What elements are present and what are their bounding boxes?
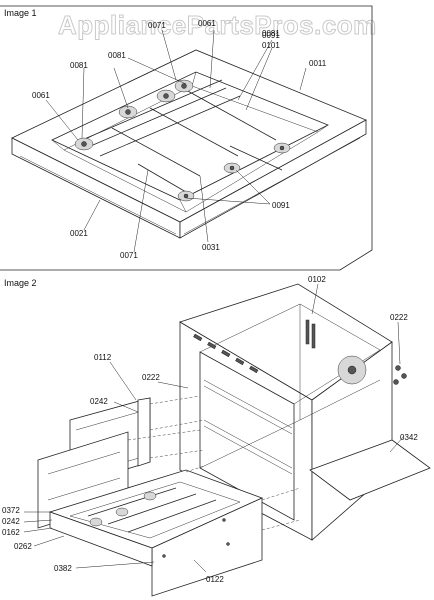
warming-drawer-tray <box>48 469 264 597</box>
image-2-section: Image 2 <box>2 275 431 597</box>
element-sockets <box>74 79 291 202</box>
label-0372: 0372 <box>2 506 20 515</box>
label-0091-top: 0091 <box>262 31 280 40</box>
label-0222-left: 0222 <box>142 373 160 382</box>
label-0031: 0031 <box>202 243 220 252</box>
label-0122: 0122 <box>206 575 224 584</box>
floor-pan <box>309 439 431 501</box>
cooktop-tray-drawing <box>11 29 367 253</box>
label-0162: 0162 <box>2 528 20 537</box>
label-0061-top: 0061 <box>198 19 216 28</box>
label-0071-top: 0071 <box>148 21 166 30</box>
label-0262: 0262 <box>14 542 32 551</box>
label-0102: 0102 <box>308 275 326 284</box>
image-1-frame <box>0 5 373 271</box>
cavity-front-opening <box>199 351 295 521</box>
image-1-section: Image 1 <box>0 5 373 271</box>
label-0242-top: 0242 <box>90 397 108 406</box>
label-0382: 0382 <box>54 564 72 573</box>
label-0011: 0011 <box>309 59 327 68</box>
image-2-title: Image 2 <box>4 278 37 288</box>
screw-icon <box>395 365 401 371</box>
label-0091-bottom: 0091 <box>272 201 290 210</box>
tray-side-skirt <box>179 119 367 239</box>
vent-slots <box>193 319 316 374</box>
image-1-title: Image 1 <box>4 8 37 18</box>
label-0112: 0112 <box>94 353 112 362</box>
label-0061-left: 0061 <box>32 91 50 100</box>
label-0101: 0101 <box>262 41 280 50</box>
screw-icon <box>401 373 407 379</box>
assembly-dash-lines <box>127 395 301 531</box>
label-0071-bottom: 0071 <box>120 251 138 260</box>
drawer-front-panel <box>151 497 263 597</box>
label-0081-mid: 0081 <box>108 51 126 60</box>
image-1-leaders <box>45 29 307 253</box>
label-0222-right: 0222 <box>390 313 408 322</box>
watermark: AppliancePartsPros.com <box>58 10 377 40</box>
label-0242-bottom: 0242 <box>2 517 20 526</box>
oven-cavity-drawing <box>179 283 431 541</box>
screw-icon <box>393 379 399 385</box>
heating-elements <box>81 79 283 193</box>
image-2-leaders <box>23 283 405 573</box>
label-0021: 0021 <box>70 229 88 238</box>
label-0081-left: 0081 <box>70 61 88 70</box>
label-0081-right: 0081 <box>262 29 280 38</box>
label-0342: 0342 <box>400 433 418 442</box>
